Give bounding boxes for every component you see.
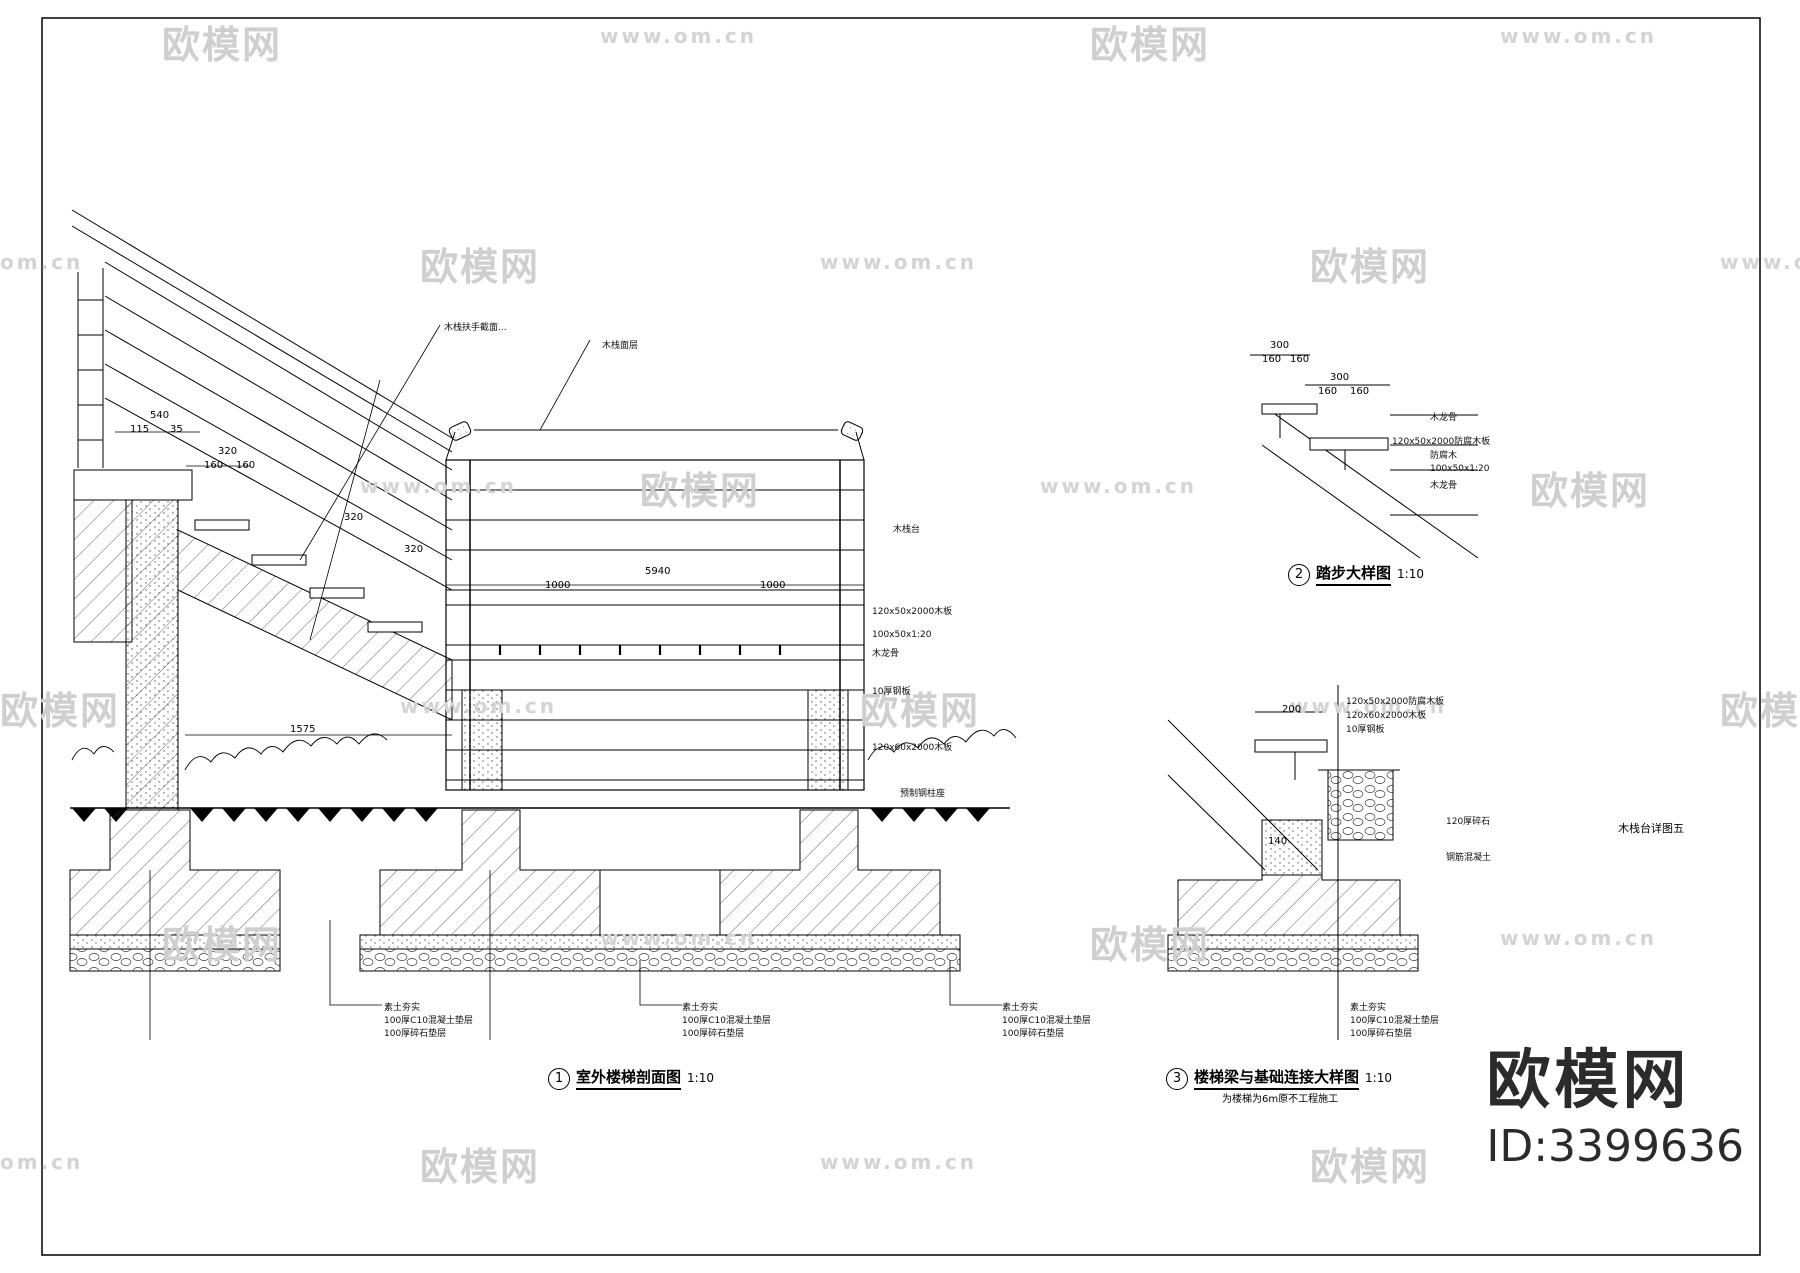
drawing-name: 踏步大样图 [1316,564,1392,586]
sheet-border [41,17,1761,1256]
annotation-note: 100厚C10混凝土垫层 [1350,1016,1439,1026]
annotation-note: 100厚碎石垫层 [1350,1029,1413,1039]
annotation-note: 100厚碎石垫层 [682,1029,745,1039]
annotation-note: 100x50x1:20 [1430,464,1490,474]
annotation-note: 素土夯实 [384,1003,421,1013]
annotation-note: 素土夯实 [682,1003,719,1013]
drawing-subtitle: 为楼梯为6m原不工程施工 [1222,1094,1339,1105]
dim-label: 540 [150,410,170,421]
annotation-note: 钢筋混凝土 [1446,853,1492,863]
drawing-title-step-detail: 2 踏步大样图 1:10 [1288,562,1424,586]
annotation-note: 100厚C10混凝土垫层 [1002,1016,1091,1026]
annotation-note: 100厚碎石垫层 [1002,1029,1065,1039]
dim-label: 160 [236,460,256,471]
annotation-note: 预制钢柱座 [900,789,946,799]
dim-label: 160 [204,460,224,471]
annotation-note: 100厚C10混凝土垫层 [384,1016,473,1026]
stair-section-drawing [69,209,1017,1040]
annotation-note: 100厚碎石垫层 [384,1029,447,1039]
annotation-note: 防腐木 [1430,451,1458,461]
dim-label: 320 [404,544,424,555]
annotation-note: 木栈面层 [602,341,639,351]
annotation-note: 120厚碎石 [1446,817,1491,827]
dim-label: 140 [1268,836,1288,847]
drawing-name: 室外楼梯剖面图 [576,1068,682,1090]
annotation-note: 木龙骨 [872,649,900,659]
annotation-note: 120x60x2000木板 [872,743,953,753]
annotation-note: 素土夯实 [1350,1003,1387,1013]
annotation-note: 120x50x2000防腐木板 [1392,437,1491,447]
annotation-note: 120x50x2000防腐木板 [1346,697,1445,707]
drawing-scale: 1:10 [687,1071,714,1085]
drawing-number: 2 [1288,564,1310,586]
annotation-note: 木龙骨 [1430,481,1458,491]
annotation-note: 木龙骨 [1430,413,1458,423]
drawing-title-stair-section: 1 室外楼梯剖面图 1:10 [548,1066,714,1090]
drawing-number: 1 [548,1068,570,1090]
dim-label: 300 [1330,372,1350,383]
annotation-note: 120x60x2000木板 [1346,711,1427,721]
annotation-note: 素土夯实 [1002,1003,1039,1013]
drawing-title-beam-detail: 3 楼梯梁与基础连接大样图 1:10 [1166,1066,1392,1090]
drawing-scale: 1:10 [1365,1071,1392,1085]
dim-label: 1575 [290,724,316,735]
brand-id: ID:3399636 [1486,1121,1744,1172]
dim-label: 160 [1350,386,1370,397]
dim-label: 1000 [760,580,786,591]
annotation-note: 100x50x1:20 [872,630,932,640]
brand-name: 欧模网 [1486,1044,1691,1118]
dim-label: 5940 [645,566,671,577]
annotation-note: 10厚钢板 [1346,725,1385,735]
dim-label: 160 [1262,354,1282,365]
brand-block: 欧模网 ID:3399636 [1486,1049,1744,1169]
dim-label: 115 [130,424,150,435]
annotation-note: 木栈扶手截面... [444,323,507,333]
dim-label: 1000 [545,580,571,591]
dim-label: 200 [1282,704,1302,715]
dim-label: 160 [1318,386,1338,397]
side-label: 木栈台详图五 [1618,822,1684,835]
dim-label: 160 [1290,354,1310,365]
beam-detail-drawing [1167,685,1419,1040]
annotation-note: 100厚C10混凝土垫层 [682,1016,771,1026]
drawing-number: 3 [1166,1068,1188,1090]
annotation-note: 120x50x2000木板 [872,607,953,617]
step-detail-drawing [1250,354,1479,559]
dim-label: 320 [344,512,364,523]
dim-label: 300 [1270,340,1290,351]
drawing-scale: 1:10 [1397,567,1424,581]
drawing-name: 楼梯梁与基础连接大样图 [1194,1068,1360,1090]
annotation-note: 木栈台 [893,525,921,535]
dim-label: 320 [218,446,238,457]
annotation-note: 10厚钢板 [872,687,911,697]
dim-label: 35 [170,424,183,435]
